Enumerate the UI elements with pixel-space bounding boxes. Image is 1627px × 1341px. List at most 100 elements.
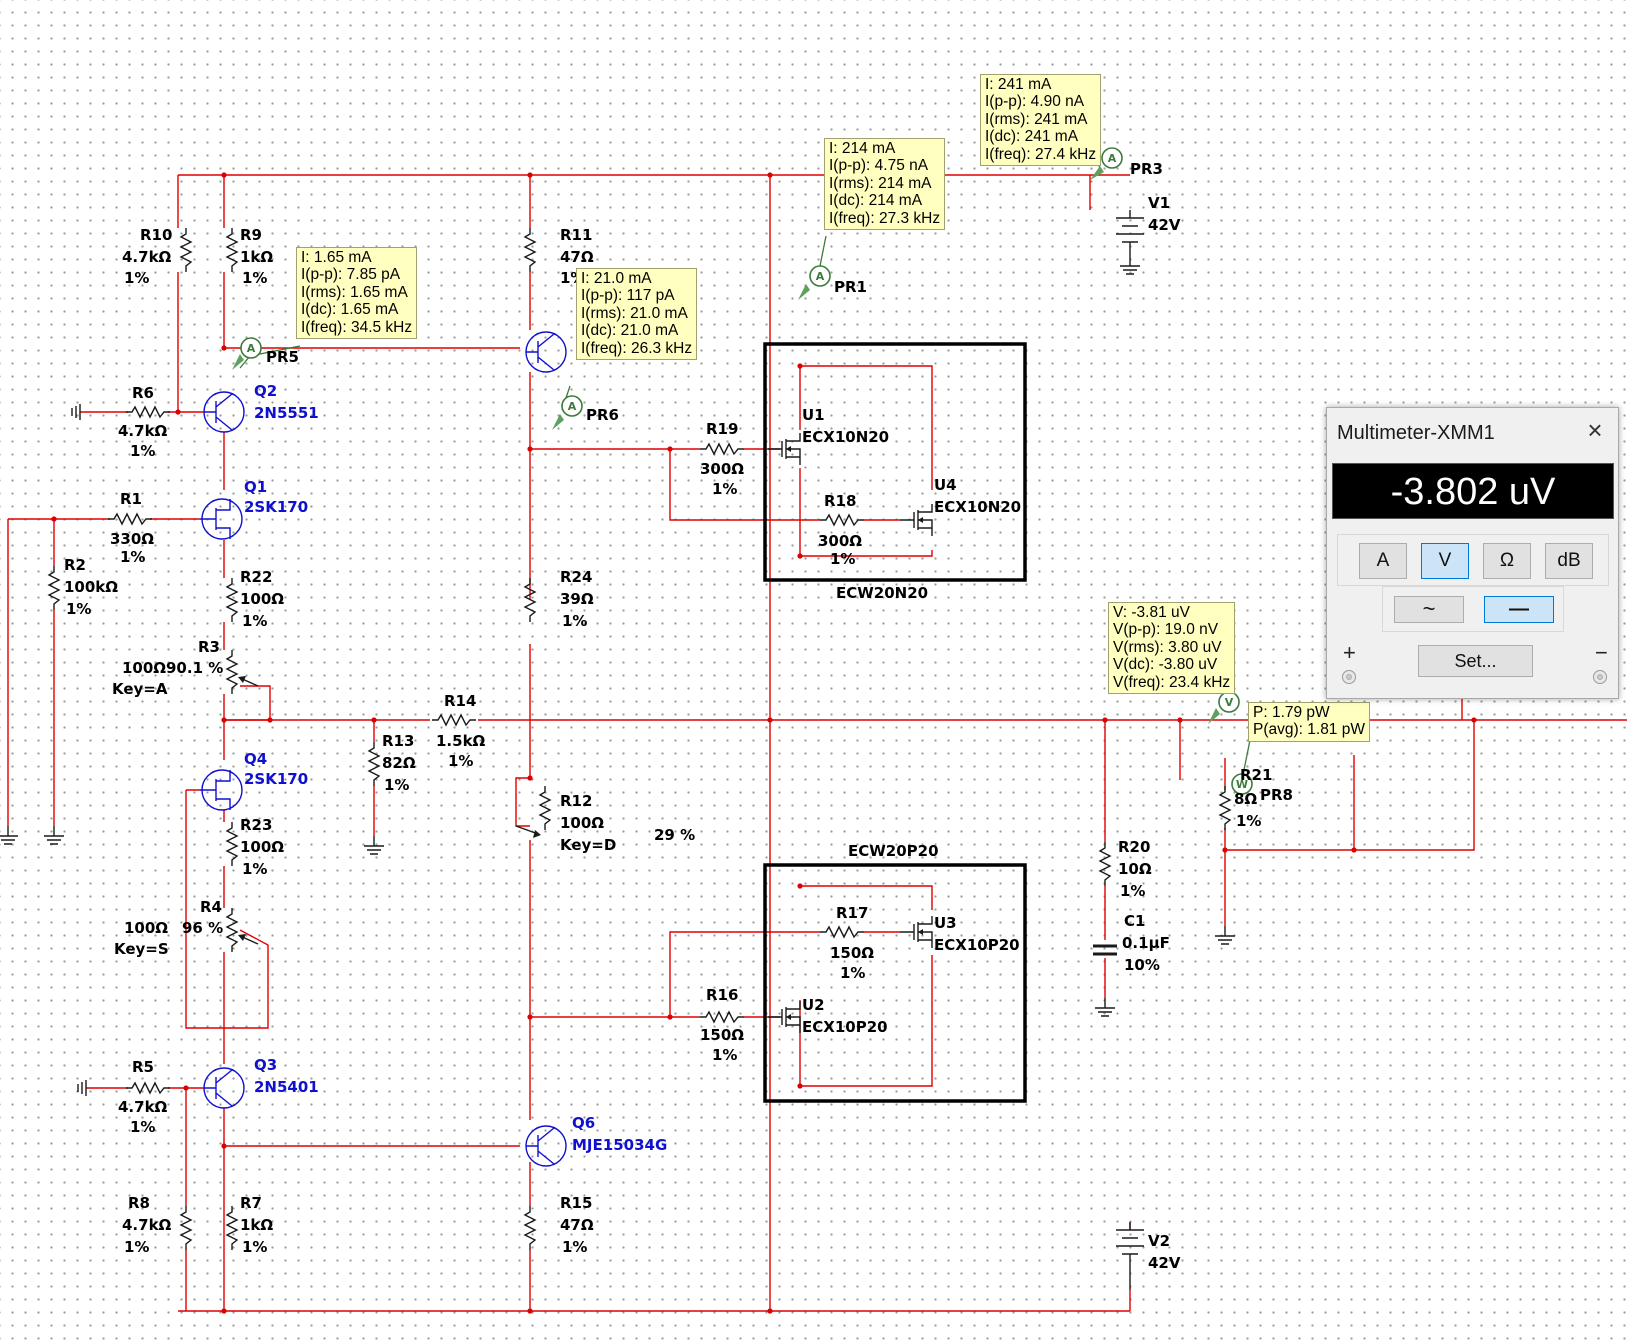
probe-tooltip-pr8: P: 1.79 pW P(avg): 1.81 pW (1248, 702, 1370, 742)
mode-decibel-button[interactable]: dB (1545, 543, 1593, 579)
tooltip-line: I(freq): 34.5 kHz (301, 318, 413, 336)
tooltip-line: V(freq): 23.4 kHz (1113, 673, 1231, 691)
svg-text:PR3: PR3 (1130, 160, 1163, 178)
probe-voltage[interactable]: V (1208, 691, 1240, 724)
mode-voltmeter-button[interactable]: V (1421, 543, 1469, 579)
mosfet-u3[interactable] (899, 915, 933, 949)
transistor-q6[interactable] (525, 1125, 567, 1167)
probe-tooltip-voltage: V: -3.81 uV V(p-p): 19.0 nV V(rms): 3.80… (1108, 602, 1236, 695)
transistor-q5[interactable] (525, 331, 567, 373)
transistor-q2[interactable] (203, 391, 245, 433)
ac-button[interactable]: ~ (1394, 596, 1464, 623)
resistor-r23[interactable] (226, 821, 238, 867)
svg-text:300Ω: 300Ω (700, 460, 744, 478)
resistor-r1[interactable] (107, 513, 153, 525)
module-box-ecw20p20[interactable] (763, 863, 1027, 1103)
svg-text:1%: 1% (712, 1046, 737, 1064)
resistor-r22[interactable] (226, 577, 238, 623)
svg-text:V2: V2 (1148, 1232, 1170, 1250)
svg-text:90.1 %: 90.1 % (166, 659, 223, 677)
svg-text:ECX10P20: ECX10P20 (934, 936, 1020, 954)
resistor-r16[interactable] (699, 1011, 745, 1023)
resistor-r19[interactable] (699, 443, 745, 455)
svg-text:R17: R17 (836, 904, 868, 922)
svg-text:1%: 1% (242, 860, 267, 878)
svg-text:47Ω: 47Ω (560, 1216, 594, 1234)
svg-text:R20: R20 (1118, 838, 1150, 856)
multimeter-window[interactable]: Multimeter-XMM1 × -3.802 uV A V Ω dB ~ —… (1326, 407, 1619, 699)
probe-pr1[interactable]: A (798, 235, 831, 300)
dc-button[interactable]: — (1484, 596, 1554, 623)
resistor-r24[interactable] (524, 577, 536, 623)
module-box-ecw20n20[interactable] (763, 342, 1027, 582)
tooltip-line: I(freq): 26.3 kHz (581, 339, 693, 357)
capacitor-c1[interactable] (1093, 944, 1117, 956)
resistor-r11[interactable] (524, 227, 536, 273)
resistor-r20[interactable] (1099, 841, 1111, 887)
multimeter-reading: -3.802 uV (1332, 463, 1614, 519)
svg-text:A: A (816, 270, 825, 283)
svg-text:Key=S: Key=S (114, 940, 169, 958)
svg-text:R1: R1 (120, 490, 142, 508)
mode-ohmmeter-button[interactable]: Ω (1483, 543, 1531, 579)
resistor-r8[interactable] (180, 1205, 192, 1251)
probe-pr8[interactable]: W (1231, 739, 1253, 795)
resistor-r18[interactable] (819, 514, 865, 526)
svg-text:U1: U1 (802, 406, 825, 424)
resistor-r21[interactable] (1219, 785, 1231, 831)
set-button[interactable]: Set... (1418, 645, 1533, 677)
resistor-r10[interactable] (180, 227, 192, 273)
close-button[interactable]: × (1587, 415, 1603, 445)
probe-pr3[interactable]: A (1090, 147, 1123, 180)
tooltip-line: I(p-p): 4.75 nA (829, 157, 929, 175)
svg-text:1%: 1% (124, 1238, 149, 1256)
svg-text:1kΩ: 1kΩ (240, 248, 273, 266)
svg-text:1%: 1% (830, 550, 855, 568)
resistor-r2[interactable] (48, 565, 60, 611)
svg-text:Q4: Q4 (244, 750, 267, 768)
tooltip-line: V(p-p): 19.0 nV (1113, 621, 1219, 639)
potentiometer-r3[interactable] (226, 649, 259, 695)
svg-text:1%: 1% (66, 600, 91, 618)
probe-pr5[interactable]: A (232, 337, 301, 370)
svg-text:42V: 42V (1148, 216, 1181, 234)
resistor-r5[interactable] (125, 1082, 171, 1094)
resistor-r13[interactable] (368, 741, 380, 787)
potentiometer-r4[interactable] (226, 907, 259, 953)
probe-pr6[interactable]: A (552, 385, 583, 430)
svg-text:R19: R19 (706, 420, 738, 438)
transistor-q1[interactable] (199, 498, 243, 540)
resistor-r14[interactable] (431, 714, 477, 726)
mosfet-u4[interactable] (899, 503, 933, 537)
resistor-r6[interactable] (125, 406, 171, 418)
svg-text:1.5kΩ: 1.5kΩ (436, 732, 486, 750)
negative-terminal-jack[interactable] (1593, 670, 1607, 684)
source-v1[interactable] (1116, 210, 1144, 256)
positive-terminal-jack[interactable] (1342, 670, 1356, 684)
svg-text:1%: 1% (562, 1238, 587, 1256)
svg-text:1%: 1% (1236, 812, 1261, 830)
svg-text:2N5401: 2N5401 (254, 1078, 319, 1096)
source-v2[interactable] (1116, 1222, 1144, 1290)
svg-text:100Ω: 100Ω (560, 814, 604, 832)
resistor-r17[interactable] (819, 926, 865, 938)
svg-text:PR6: PR6 (586, 406, 619, 424)
resistor-r7[interactable] (226, 1205, 238, 1251)
tooltip-line: I: 21.0 mA (581, 270, 652, 287)
svg-text:ECW20N20: ECW20N20 (836, 584, 928, 602)
svg-text:Q1: Q1 (244, 478, 267, 496)
resistor-r15[interactable] (524, 1205, 536, 1251)
tooltip-line: V(dc): -3.80 uV (1113, 656, 1218, 674)
resistor-r9[interactable] (226, 227, 238, 273)
mosfet-u1[interactable] (767, 432, 801, 466)
transistor-q4[interactable] (199, 769, 243, 811)
potentiometer-r12[interactable] (515, 785, 551, 838)
mode-ammeter-button[interactable]: A (1359, 543, 1407, 579)
mosfet-u2[interactable] (767, 1000, 801, 1034)
svg-text:1%: 1% (124, 269, 149, 287)
transistor-q3[interactable] (203, 1067, 245, 1109)
svg-text:R15: R15 (560, 1194, 592, 1212)
svg-text:R24: R24 (560, 568, 592, 586)
svg-text:1%: 1% (120, 548, 145, 566)
